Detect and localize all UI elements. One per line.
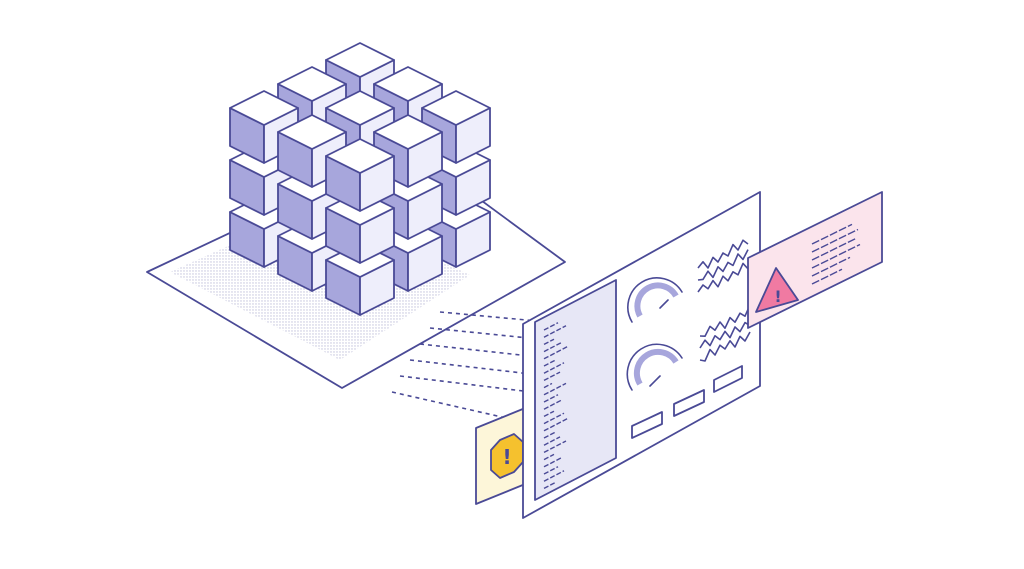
octagon-exclamation-icon bbox=[490, 433, 524, 479]
log-line bbox=[543, 382, 553, 389]
dashboard-button-1[interactable] bbox=[631, 411, 663, 439]
log-line bbox=[543, 399, 563, 410]
dashboard-button-3[interactable] bbox=[713, 365, 743, 393]
sparkline-icon bbox=[697, 239, 749, 269]
sparkline-icon bbox=[699, 321, 751, 349]
gauge-top bbox=[627, 277, 683, 323]
log-line bbox=[543, 338, 555, 346]
log-sidebar bbox=[534, 279, 617, 501]
cube-stack bbox=[229, 42, 491, 316]
log-line bbox=[543, 410, 555, 418]
log-line bbox=[543, 412, 565, 425]
dashboard-buttons bbox=[631, 365, 743, 439]
sparkline-icon bbox=[699, 304, 751, 337]
log-line bbox=[543, 341, 563, 353]
alert-symbol: ! bbox=[774, 287, 781, 306]
log-line bbox=[543, 359, 557, 367]
alert-text-line bbox=[811, 237, 857, 261]
alert-text-line bbox=[811, 256, 851, 277]
dashboard-panel bbox=[522, 191, 761, 519]
alert-text-line bbox=[811, 268, 843, 285]
log-lines bbox=[543, 322, 569, 490]
log-line bbox=[543, 440, 567, 454]
log-line bbox=[543, 470, 565, 482]
log-line bbox=[543, 456, 563, 468]
sparkline-icon bbox=[697, 262, 749, 293]
alert-text-line bbox=[811, 228, 859, 253]
log-line bbox=[543, 453, 555, 461]
alert-card: ! bbox=[747, 191, 883, 329]
log-line bbox=[543, 362, 565, 374]
warning-symbol: ! bbox=[502, 445, 511, 469]
log-line bbox=[543, 466, 559, 475]
log-line bbox=[543, 382, 567, 396]
log-line bbox=[543, 322, 559, 331]
cube bbox=[229, 90, 299, 164]
triangle-exclamation-icon bbox=[755, 267, 799, 313]
alert-text-lines bbox=[811, 223, 861, 285]
log-line bbox=[543, 481, 557, 490]
log-line bbox=[543, 371, 561, 382]
sparkline-group bbox=[697, 239, 751, 362]
log-line bbox=[543, 417, 569, 432]
sparkline-icon bbox=[697, 249, 749, 281]
alert-text-line bbox=[811, 223, 853, 245]
alert-text-line bbox=[811, 243, 861, 269]
log-line bbox=[543, 431, 557, 439]
log-line bbox=[543, 345, 569, 360]
dashboard-button-2[interactable] bbox=[673, 389, 705, 417]
gauge-bottom bbox=[626, 343, 683, 391]
sparkline-icon bbox=[699, 331, 751, 362]
cube bbox=[325, 138, 395, 212]
log-line bbox=[543, 436, 561, 446]
log-line bbox=[543, 394, 559, 403]
log-line bbox=[543, 325, 567, 338]
